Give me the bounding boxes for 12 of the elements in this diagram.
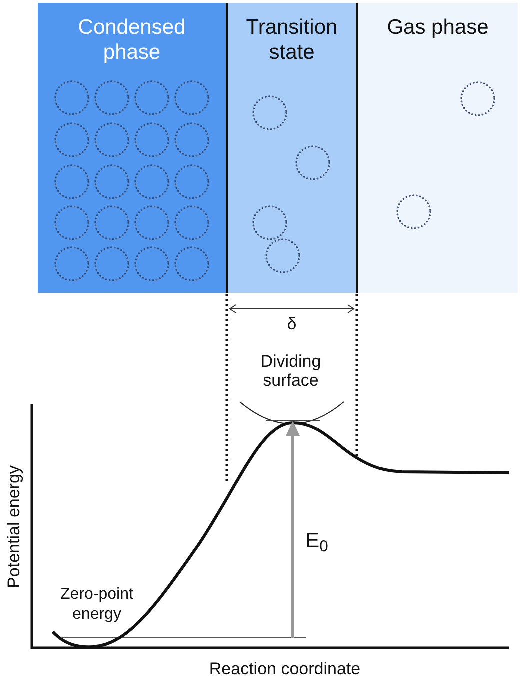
panel-heading: Transition state <box>245 15 339 65</box>
axis-label: Potential energy <box>3 466 24 588</box>
energy-label: E$_{0}$ <box>306 528 328 557</box>
phase-panel <box>226 3 358 293</box>
panel-heading: Gas phase <box>386 15 490 40</box>
panel-heading: Condensed phase <box>77 15 187 65</box>
dimension-label: δ <box>287 313 297 336</box>
axis-label: Reaction coordinate <box>209 658 361 680</box>
phase-panel <box>358 3 518 293</box>
surface-label: Dividing surface <box>260 352 322 390</box>
phase-panel <box>38 3 226 293</box>
energy-level-label: Zero-point energy <box>60 585 134 625</box>
